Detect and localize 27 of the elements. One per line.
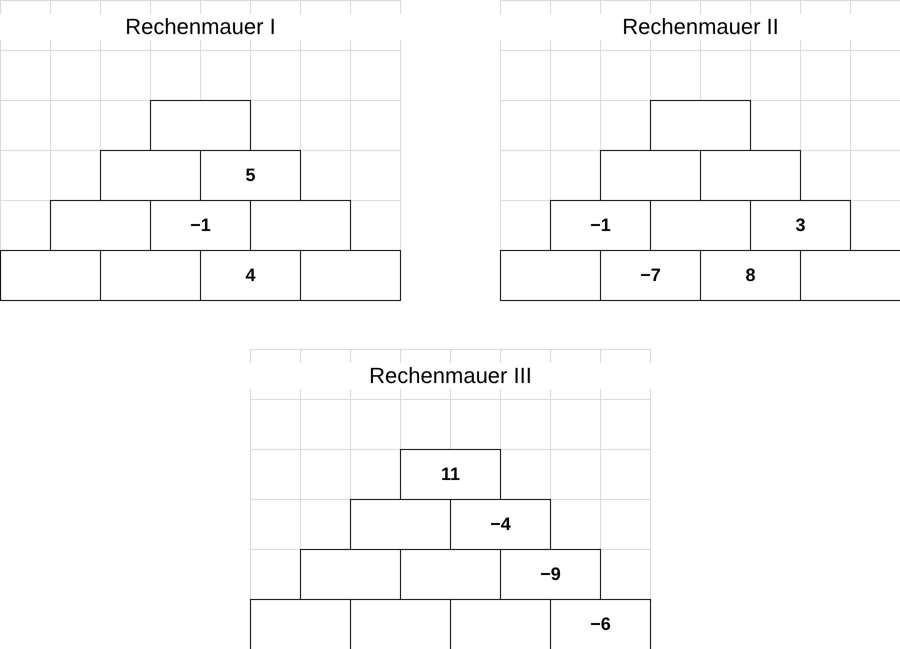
grid-panel [500, 0, 900, 301]
brick-number: 5 [245, 164, 256, 187]
brick [600, 250, 701, 301]
brick-number: −4 [490, 513, 511, 536]
brick [400, 449, 501, 500]
brick [700, 250, 801, 301]
brick [200, 250, 301, 301]
brick-number: 8 [745, 264, 756, 287]
brick [650, 100, 751, 151]
brick-number: 3 [795, 214, 806, 237]
brick-number: −1 [190, 214, 211, 237]
brick [300, 250, 401, 301]
brick-number: −7 [640, 264, 661, 287]
brick-number: −6 [590, 613, 611, 636]
panel-title: Rechenmauer I [0, 14, 401, 40]
brick-number: −1 [590, 214, 611, 237]
brick [0, 250, 101, 301]
panel-title: Rechenmauer III [250, 363, 651, 389]
brick [500, 250, 601, 301]
grid-panel [250, 349, 651, 649]
grid-panel [0, 0, 401, 301]
brick-number: 4 [245, 264, 256, 287]
brick [150, 100, 251, 151]
brick-number: 11 [440, 463, 460, 486]
brick [100, 250, 201, 301]
brick [800, 250, 900, 301]
brick-number: −9 [540, 563, 561, 586]
